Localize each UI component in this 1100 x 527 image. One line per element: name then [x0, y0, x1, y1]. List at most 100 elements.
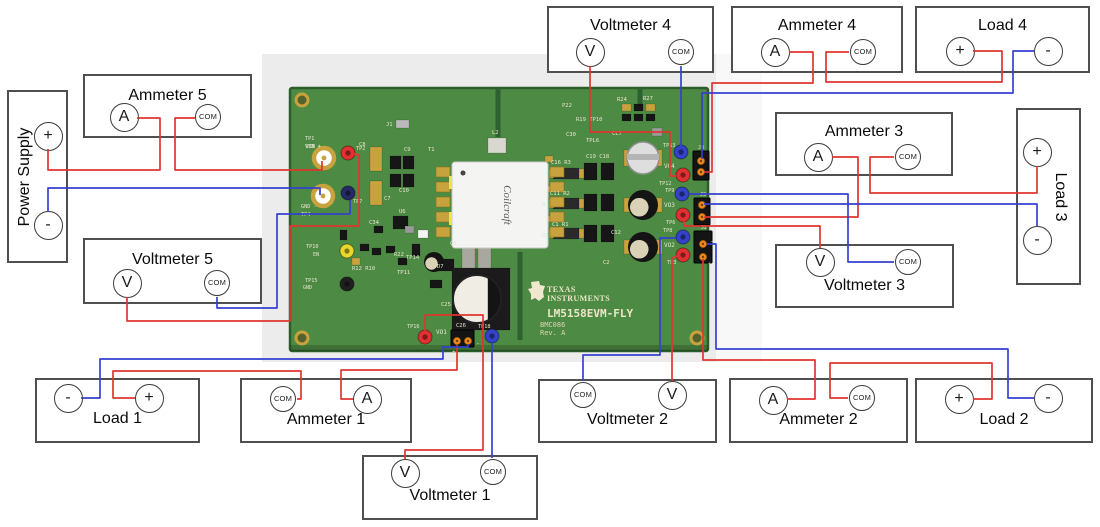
ti-bug-icon [528, 281, 545, 301]
smd-component [487, 137, 507, 154]
silkscreen-label: C1 R1 [552, 222, 569, 228]
silkscreen-label: C8 [359, 142, 366, 148]
smd-component [402, 173, 415, 188]
transformer-pad [435, 166, 451, 178]
silkscreen-label: D1 [542, 233, 549, 239]
ammeter-3-box: Ammeter 3 A COM [775, 112, 953, 176]
smd-component [369, 146, 383, 172]
silkscreen-label: C16 R3 [551, 160, 571, 166]
transformer-pad [435, 226, 451, 238]
smd-component [395, 119, 410, 129]
ammeter-3-terminal-A: A [803, 142, 833, 172]
voltmeter-1-label: Voltmeter 1 [409, 487, 491, 504]
power-supply-label: Power Supply [16, 127, 33, 226]
ammeter-2-terminal-A: A [758, 385, 788, 415]
test-point-center [680, 212, 686, 218]
header-pin-center [699, 170, 703, 174]
smd-component [373, 225, 384, 234]
silkscreen-label: C25 [441, 302, 451, 308]
transformer-pad [549, 181, 565, 193]
ammeter-4-label: Ammeter 4 [777, 17, 857, 34]
silkscreen-label: D7 [437, 264, 444, 270]
load-3-label: Load 3 [1052, 172, 1069, 221]
power-supply-terminal-minus: - [33, 210, 63, 240]
silkscreen-label: J1 [386, 122, 393, 128]
silkscreen-label: C9 [404, 147, 411, 153]
smd-component [402, 155, 415, 170]
ammeter-1-terminal-A: A [352, 384, 382, 414]
voltmeter-2-label: Voltmeter 2 [587, 411, 668, 428]
silkscreen-label: TP11 [397, 270, 410, 276]
smd-component [417, 229, 429, 239]
silkscreen-label: C3 [450, 241, 457, 247]
test-point-center [679, 191, 685, 197]
ammeter-4-terminal-A: A [760, 37, 790, 67]
smd-component [389, 173, 402, 188]
test-point-label: TP6 [666, 220, 675, 226]
voltmeter-4-label: Voltmeter 4 [590, 17, 671, 34]
voltmeter-3-terminal-V: V [805, 247, 835, 277]
smd-component [392, 215, 409, 230]
voltmeter-1-terminal-COM: COM [480, 459, 506, 485]
silkscreen-label: T1 [428, 147, 435, 153]
load-3-box: Load 3+- [1016, 108, 1081, 285]
transformer-pad [549, 211, 565, 223]
silkscreen-label: C34 [369, 220, 380, 226]
ammeter-3-label: Ammeter 3 [824, 123, 904, 140]
silkscreen-label: R12 R10 [352, 266, 375, 272]
voltmeter-3-label: Voltmeter 3 [824, 277, 905, 294]
test-point-label: TP9 [665, 188, 674, 194]
silkscreen-label: C30 [566, 132, 576, 138]
coilcraft-transformer: Coilcraft [435, 161, 565, 249]
load-2-terminal-minus: - [1033, 383, 1063, 413]
voltmeter-1-terminal-V: V [390, 458, 420, 488]
load-2-terminal-plus: + [944, 384, 974, 414]
silkscreen-label: D4 [542, 202, 549, 208]
ammeter-2-label: Ammeter 2 [779, 411, 858, 428]
smd-component [429, 279, 443, 289]
smd-component [359, 243, 370, 252]
load-1-label: Load 1 [93, 410, 142, 427]
load-4-terminal-plus: + [945, 36, 975, 66]
capacitor-stripe [487, 277, 501, 321]
smd-component [583, 193, 598, 212]
test-point-label: TP18 [478, 324, 491, 330]
smd-component [397, 257, 408, 266]
ammeter-3-terminal-COM: COM [895, 144, 921, 170]
silkscreen-label: C10 [399, 188, 409, 194]
load-1-terminal-plus: + [134, 383, 164, 413]
header-pin-center [699, 159, 703, 163]
ammeter-5-terminal-A: A [109, 102, 139, 132]
capacitor-top [425, 257, 438, 270]
voltmeter-5-terminal-COM: COM [204, 270, 230, 296]
smd-component [411, 243, 421, 257]
test-point-label: TP12 [659, 181, 672, 187]
silkscreen-label: P22 [562, 103, 572, 109]
load-1-box: Load 1-+ [35, 378, 200, 443]
capacitor-top [629, 197, 649, 217]
transformer-pad [549, 196, 565, 208]
smd-component [371, 247, 382, 256]
silkscreen-label: C11 R2 [550, 191, 570, 197]
test-point-center [680, 172, 686, 178]
voltmeter-5-terminal-V: V [112, 268, 142, 298]
silkscreen-label: L2 [492, 130, 499, 136]
voltmeter-2-terminal-COM: COM [570, 382, 596, 408]
silkscreen-label: R22 [394, 252, 404, 258]
load-4-box: Load 4+- [915, 6, 1090, 73]
test-point-label: TP8 [663, 228, 672, 234]
voltmeter-5-label: Voltmeter 5 [132, 251, 213, 268]
smd-component [385, 245, 396, 254]
mounting-hole [294, 92, 310, 108]
pcb-edge-shadow [290, 345, 708, 351]
